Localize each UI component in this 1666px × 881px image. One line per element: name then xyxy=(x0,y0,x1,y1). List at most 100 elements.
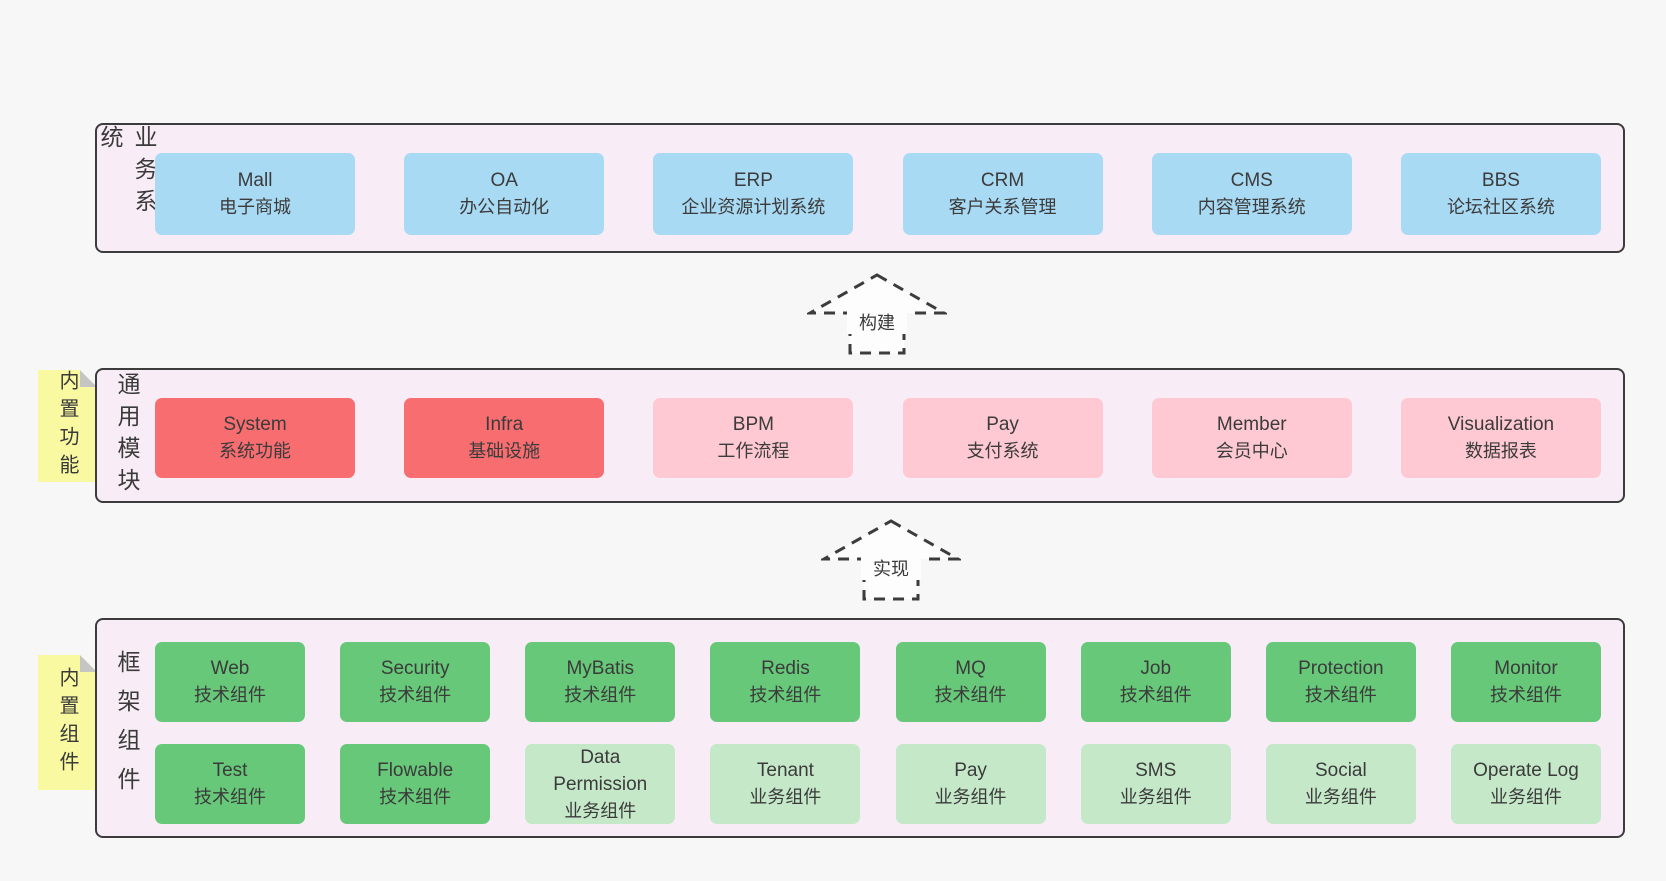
box-subtitle: 基础设施 xyxy=(468,441,541,461)
box-infra: Infra 基础设施 xyxy=(404,398,605,478)
box-sms: SMS 业务组件 xyxy=(1080,744,1231,824)
box-pay: Pay 支付系统 xyxy=(902,398,1103,478)
box-title: BPM xyxy=(732,414,774,435)
box-title: System xyxy=(223,414,287,435)
box-operate-log: Operate Log 业务组件 xyxy=(1450,744,1601,824)
box-subtitle: 技术组件 xyxy=(564,685,637,705)
box-erp: ERP 企业资源计划系统 xyxy=(653,153,854,235)
box-data-permission: Data Permission 业务组件 xyxy=(525,744,676,824)
build-arrow-label: 构建 xyxy=(859,313,895,333)
box-subtitle: 论坛社区系统 xyxy=(1446,197,1555,217)
panel-common-label: 通用模块 xyxy=(114,371,140,500)
box-redis: Redis 技术组件 xyxy=(710,642,861,722)
box-title: Pay xyxy=(954,760,987,781)
box-title: Social xyxy=(1314,760,1367,781)
box-monitor: Monitor 技术组件 xyxy=(1450,642,1601,722)
sticky-note-builtin-features: 内置功能 xyxy=(38,370,97,482)
box-subtitle: 技术组件 xyxy=(379,685,452,705)
box-title: Data Permission xyxy=(553,746,648,795)
box-mq: MQ 技术组件 xyxy=(895,642,1046,722)
framework-box-row-1: Web 技术组件 Security 技术组件 MyBatis 技术组件 Redi… xyxy=(155,642,1601,722)
box-title: Flowable xyxy=(377,760,454,781)
box-subtitle: 技术组件 xyxy=(379,787,452,807)
box-title: Infra xyxy=(485,414,524,435)
panel-business-label: 业务系统 xyxy=(97,125,157,221)
box-tenant: Tenant 业务组件 xyxy=(710,744,861,824)
box-crm: CRM 客户关系管理 xyxy=(902,153,1103,235)
sticky-note-text: 内置功能 xyxy=(56,370,78,482)
sticky-note-builtin-components: 内置组件 xyxy=(38,655,97,790)
box-member: Member 会员中心 xyxy=(1151,398,1352,478)
common-box-row: System 系统功能 Infra 基础设施 BPM 工作流程 Pay 支付系统… xyxy=(155,398,1601,478)
box-social: Social 业务组件 xyxy=(1265,744,1416,824)
panel-framework-components: 框架组件 Web 技术组件 Security 技术组件 MyBatis 技术组件… xyxy=(95,618,1625,838)
box-subtitle: 业务组件 xyxy=(749,787,822,807)
box-subtitle: 支付系统 xyxy=(966,441,1039,461)
box-subtitle: 技术组件 xyxy=(934,685,1007,705)
box-title: Redis xyxy=(761,658,810,679)
box-title: Member xyxy=(1216,414,1287,435)
box-subtitle: 技术组件 xyxy=(194,685,266,705)
box-bbs: BBS 论坛社区系统 xyxy=(1400,153,1601,235)
box-mall: Mall 电子商城 xyxy=(155,153,355,235)
box-security: Security 技术组件 xyxy=(340,642,491,722)
box-subtitle: 企业资源计划系统 xyxy=(681,197,826,217)
box-subtitle: 技术组件 xyxy=(1304,685,1377,705)
box-title: Test xyxy=(212,760,248,781)
box-subtitle: 电子商城 xyxy=(219,197,291,217)
box-test: Test 技术组件 xyxy=(155,744,305,824)
box-web: Web 技术组件 xyxy=(155,642,305,722)
box-cms: CMS 内容管理系统 xyxy=(1151,153,1352,235)
box-subtitle: 技术组件 xyxy=(749,685,822,705)
box-title: BBS xyxy=(1481,170,1520,191)
panel-business-systems: 业务系统 Mall 电子商城 OA 办公自动化 ERP 企业资源计划系统 CRM… xyxy=(95,123,1625,253)
framework-box-row-2: Test 技术组件 Flowable 技术组件 Data Permission … xyxy=(155,744,1601,824)
box-mybatis: MyBatis 技术组件 xyxy=(525,642,676,722)
box-flowable: Flowable 技术组件 xyxy=(340,744,491,824)
box-title: Tenant xyxy=(756,760,814,781)
box-pay-biz: Pay 业务组件 xyxy=(895,744,1046,824)
box-title: Monitor xyxy=(1494,658,1558,679)
implement-arrow: 实现 xyxy=(821,519,961,601)
box-title: Visualization xyxy=(1447,414,1555,435)
box-subtitle: 业务组件 xyxy=(1304,787,1377,807)
box-subtitle: 业务组件 xyxy=(934,787,1007,807)
box-title: CRM xyxy=(980,170,1025,191)
box-protection: Protection 技术组件 xyxy=(1265,642,1416,722)
box-subtitle: 技术组件 xyxy=(1489,685,1562,705)
box-subtitle: 数据报表 xyxy=(1464,441,1537,461)
panel-common-modules: 通用模块 System 系统功能 Infra 基础设施 BPM 工作流程 Pay… xyxy=(95,368,1625,503)
box-title: Job xyxy=(1140,658,1172,679)
box-title: ERP xyxy=(733,170,773,191)
box-bpm: BPM 工作流程 xyxy=(653,398,854,478)
sticky-note-text: 内置组件 xyxy=(56,666,78,779)
build-arrow: 构建 xyxy=(807,273,947,355)
box-visualization: Visualization 数据报表 xyxy=(1400,398,1601,478)
box-subtitle: 会员中心 xyxy=(1215,441,1288,461)
box-title: CMS xyxy=(1230,170,1273,191)
box-title: Web xyxy=(210,658,250,679)
implement-arrow-label: 实现 xyxy=(873,559,909,579)
box-subtitle: 工作流程 xyxy=(717,441,790,461)
box-title: OA xyxy=(490,170,518,191)
business-box-row: Mall 电子商城 OA 办公自动化 ERP 企业资源计划系统 CRM 客户关系… xyxy=(155,153,1601,235)
box-title: MQ xyxy=(955,658,986,679)
box-title: Security xyxy=(380,658,450,679)
box-title: SMS xyxy=(1135,760,1177,781)
box-subtitle: 客户关系管理 xyxy=(948,197,1057,217)
box-title: Operate Log xyxy=(1473,760,1579,781)
box-title: Mall xyxy=(237,170,273,191)
box-subtitle: 办公自动化 xyxy=(459,197,550,217)
box-subtitle: 内容管理系统 xyxy=(1197,197,1306,217)
box-subtitle: 系统功能 xyxy=(219,441,291,461)
box-subtitle: 技术组件 xyxy=(194,787,266,807)
panel-framework-label: 框架组件 xyxy=(114,650,140,806)
box-subtitle: 业务组件 xyxy=(1119,787,1192,807)
box-title: Pay xyxy=(986,414,1019,435)
box-subtitle: 技术组件 xyxy=(1119,685,1192,705)
box-subtitle: 业务组件 xyxy=(564,800,637,821)
box-system: System 系统功能 xyxy=(155,398,355,478)
box-subtitle: 业务组件 xyxy=(1489,787,1562,807)
box-title: Protection xyxy=(1298,658,1384,679)
box-oa: OA 办公自动化 xyxy=(404,153,605,235)
